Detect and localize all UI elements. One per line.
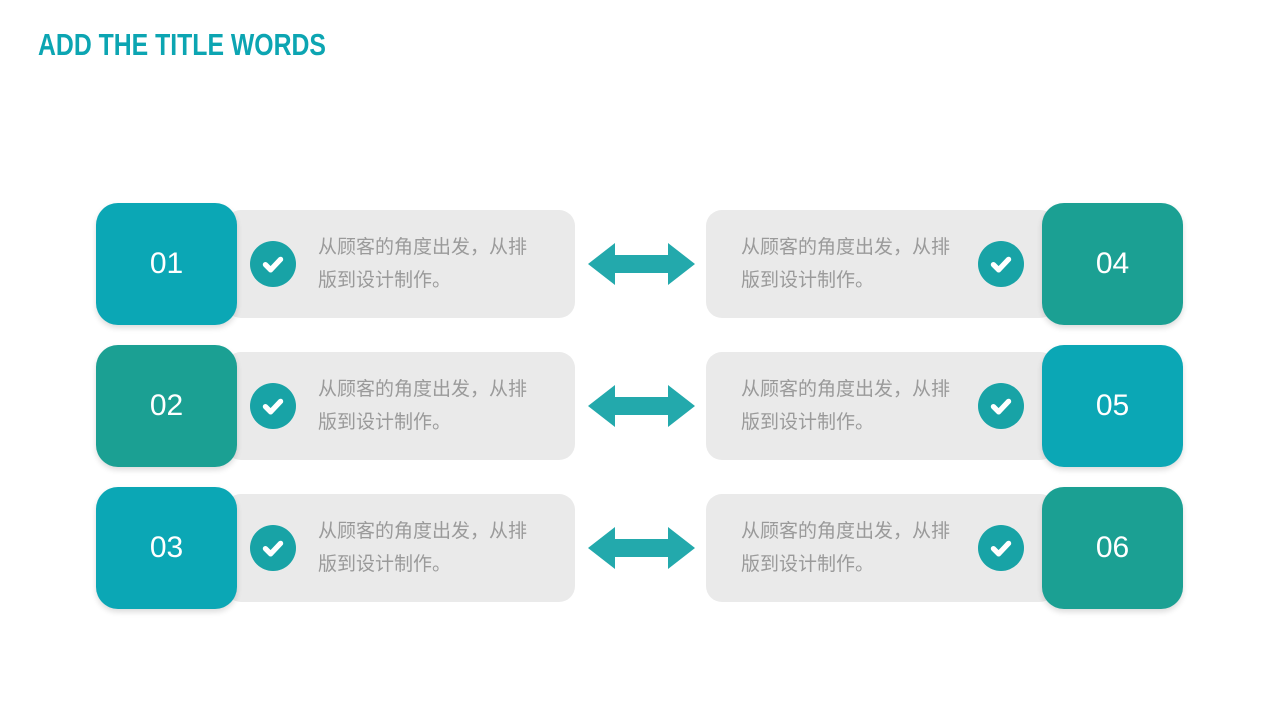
item-description: 从顾客的角度出发，从排版到设计制作。 xyxy=(318,521,528,575)
number-badge: 02 xyxy=(96,345,237,467)
item-description: 从顾客的角度出发，从排版到设计制作。 xyxy=(318,379,528,433)
check-icon xyxy=(262,398,284,415)
double-headed-arrow-icon xyxy=(588,385,695,427)
item-description: 从顾客的角度出发，从排版到设计制作。 xyxy=(741,379,951,433)
page-title: ADD THE TITLE WORDS xyxy=(38,27,326,62)
item-description: 从顾客的角度出发，从排版到设计制作。 xyxy=(741,521,951,575)
check-circle xyxy=(250,525,296,571)
feature-row: 01 从顾客的角度出发，从排版到设计制作。 从顾客的角度出发，从排版到设计制作。… xyxy=(0,203,1280,325)
number-badge: 06 xyxy=(1042,487,1183,609)
feature-row: 03 从顾客的角度出发，从排版到设计制作。 从顾客的角度出发，从排版到设计制作。… xyxy=(0,487,1280,609)
check-icon xyxy=(990,256,1012,273)
check-circle xyxy=(250,241,296,287)
number-badge: 01 xyxy=(96,203,237,325)
double-headed-arrow-icon xyxy=(588,243,695,285)
check-icon xyxy=(262,540,284,557)
check-circle xyxy=(978,525,1024,571)
check-icon xyxy=(262,256,284,273)
number-badge: 04 xyxy=(1042,203,1183,325)
item-description: 从顾客的角度出发，从排版到设计制作。 xyxy=(318,237,528,291)
check-circle xyxy=(250,383,296,429)
check-icon xyxy=(990,540,1012,557)
feature-row: 02 从顾客的角度出发，从排版到设计制作。 从顾客的角度出发，从排版到设计制作。… xyxy=(0,345,1280,467)
number-badge: 03 xyxy=(96,487,237,609)
number-badge: 05 xyxy=(1042,345,1183,467)
item-description: 从顾客的角度出发，从排版到设计制作。 xyxy=(741,237,951,291)
double-headed-arrow-icon xyxy=(588,527,695,569)
check-circle xyxy=(978,383,1024,429)
check-circle xyxy=(978,241,1024,287)
check-icon xyxy=(990,398,1012,415)
